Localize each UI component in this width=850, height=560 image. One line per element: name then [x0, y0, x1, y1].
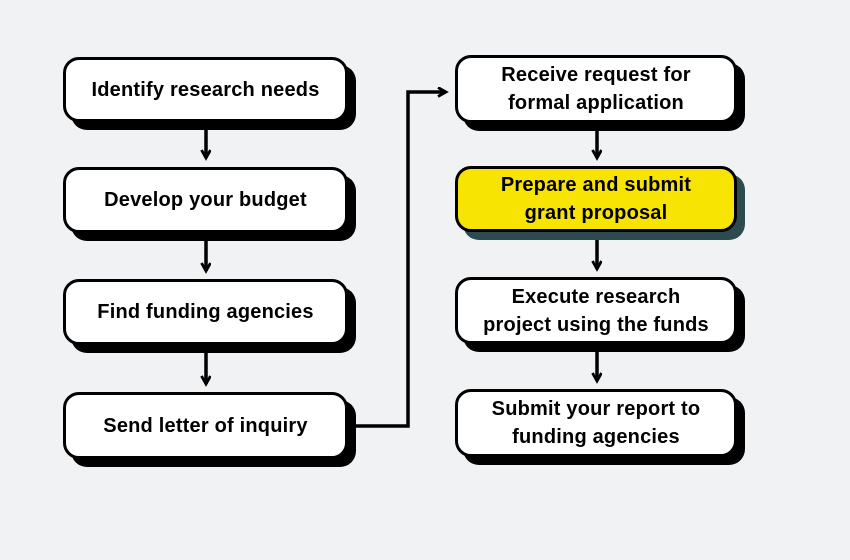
- node-label: Send letter of inquiry: [103, 414, 308, 437]
- node-submit-report-funding-agencies: Submit your report to funding agencies: [455, 389, 737, 457]
- node-find-funding-agencies: Find funding agencies: [63, 279, 348, 345]
- node-label: Prepare and submit grant proposal: [500, 174, 692, 224]
- node-send-letter-of-inquiry: Send letter of inquiry: [63, 392, 348, 459]
- arrow-send-to-receive: [352, 92, 446, 428]
- node-receive-request-formal-application: Receive request for formal application: [455, 55, 737, 123]
- node-label: Execute research project using the funds: [483, 285, 709, 336]
- node-label: Submit your report to funding agencies: [491, 398, 701, 448]
- node-develop-your-budget: Develop your budget: [63, 167, 348, 233]
- node-label: Identify research needs: [91, 78, 320, 101]
- node-label: Develop your budget: [104, 189, 307, 211]
- node-prepare-submit-grant-proposal: Prepare and submit grant proposal: [455, 166, 737, 232]
- node-label: Find funding agencies: [97, 301, 314, 323]
- node-execute-research-project: Execute research project using the funds: [455, 277, 737, 344]
- node-identify-research-needs: Identify research needs: [63, 57, 348, 122]
- node-label: Receive request for formal application: [501, 64, 691, 114]
